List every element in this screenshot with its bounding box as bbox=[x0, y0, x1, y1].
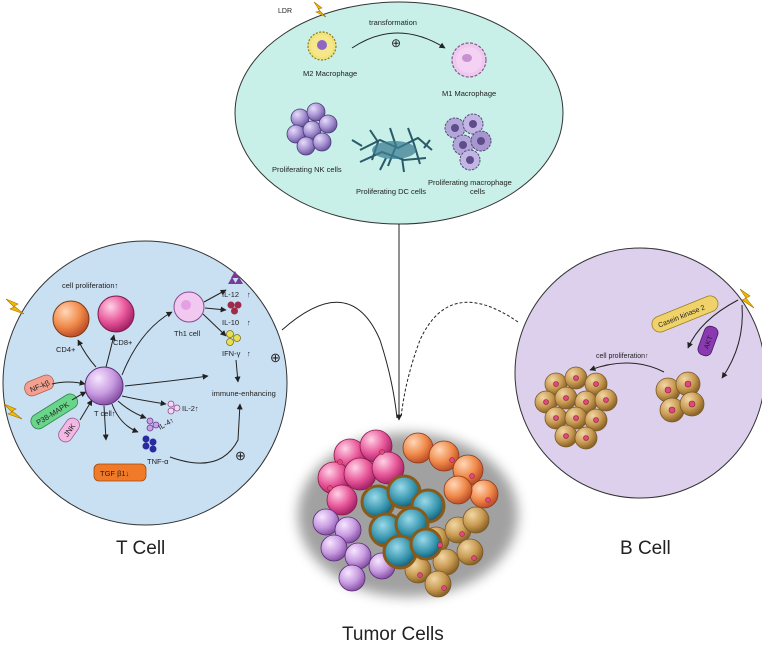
ck2-to-bcells-arrow bbox=[687, 299, 739, 349]
b-cell-caption: B Cell bbox=[620, 538, 671, 559]
macrophage-nuclei bbox=[451, 120, 485, 164]
b-cell-nuclei-large bbox=[543, 375, 609, 441]
il12-icon bbox=[228, 271, 243, 284]
macrophage-cells-label-2: cells bbox=[470, 187, 485, 196]
il2-label: IL-2↑ bbox=[182, 404, 199, 413]
th1-to-il10-arrow bbox=[204, 306, 227, 313]
nfkb-pill: NF-kβ bbox=[24, 374, 55, 397]
tgf-pill: TGF β1↓ bbox=[93, 463, 147, 482]
ifng-to-immune-arrow bbox=[234, 359, 241, 383]
jnk-pill: JNK bbox=[58, 417, 80, 443]
m2-macrophage-icon bbox=[307, 31, 337, 61]
cd4-label: CD4+ bbox=[56, 345, 76, 354]
il10-up: ↑ bbox=[247, 318, 251, 327]
tnf-plus-icon: ⊕ bbox=[235, 448, 246, 463]
lightning-icon bbox=[3, 403, 23, 420]
tcell-to-cd8-arrow bbox=[105, 334, 116, 368]
lightning-icon bbox=[313, 1, 327, 18]
ifng-up: ↑ bbox=[247, 349, 251, 358]
akt-pill: AKT bbox=[697, 325, 719, 357]
transformation-plus: ⊕ bbox=[391, 36, 401, 50]
cd8-cell-icon bbox=[97, 295, 135, 333]
b-proliferation-arrow bbox=[589, 362, 665, 373]
tcell-to-tnf-arrow bbox=[111, 403, 139, 433]
il12-up: ↑ bbox=[247, 290, 251, 299]
cd8-label: CD8+ bbox=[113, 338, 133, 347]
m1-macrophage-icon bbox=[451, 42, 487, 78]
ifng-icon bbox=[226, 330, 241, 346]
b-cell-nuclei-small bbox=[664, 380, 696, 414]
il4-icon bbox=[146, 417, 160, 432]
dc-cells-icon bbox=[351, 127, 433, 173]
ldr-label: LDR bbox=[278, 8, 292, 15]
tcell-to-th1-arrow bbox=[121, 311, 173, 376]
tnf-label: TNF-α bbox=[147, 457, 169, 466]
immune-plus-icon: ⊕ bbox=[270, 350, 281, 365]
m2-macrophage-label: M2 Macrophage bbox=[303, 69, 357, 78]
akt-label: AKT bbox=[703, 334, 714, 350]
ifng-label: IFN-γ bbox=[222, 349, 241, 358]
transformation-arrow bbox=[351, 32, 446, 49]
bcell-to-tumor-curve bbox=[400, 301, 519, 419]
macrophage-cells-label-1: Proliferating macrophage bbox=[428, 178, 512, 187]
il10-label: IL-10 bbox=[222, 318, 239, 327]
th1-nucleus bbox=[181, 300, 191, 310]
tnf-icon bbox=[142, 435, 157, 453]
lightning-icon bbox=[5, 298, 25, 315]
t-cell-icon bbox=[84, 366, 124, 406]
t-cell-caption: T Cell bbox=[116, 538, 165, 559]
th1-to-ifng-arrow bbox=[202, 313, 227, 337]
tcell-to-immune-arrow bbox=[124, 373, 209, 387]
t-cell-proliferation-label: cell proliferation↑ bbox=[62, 281, 118, 290]
il10-icon bbox=[227, 301, 242, 315]
il12-label: IL-12 bbox=[222, 290, 239, 299]
b-cell-proliferation-label: cell proliferation↑ bbox=[596, 353, 649, 360]
jnk-to-tcell-arrow bbox=[79, 399, 93, 421]
transformation-label: transformation bbox=[369, 18, 417, 27]
th1-to-il12-arrow bbox=[203, 289, 227, 303]
tgf-label: TGF β1↓ bbox=[100, 469, 129, 478]
cd4-cell-icon bbox=[52, 300, 90, 338]
dc-cells-label: Proliferating DC cells bbox=[356, 187, 426, 196]
nk-cells-label: Proliferating NK cells bbox=[272, 165, 342, 174]
nk-cells-icon bbox=[286, 102, 338, 156]
tcell-to-il2-arrow bbox=[121, 395, 167, 407]
tcell-to-il4-arrow bbox=[117, 400, 147, 419]
il2-icon bbox=[167, 400, 181, 415]
th1-label: Th1 cell bbox=[174, 329, 201, 338]
lightning-icon bbox=[739, 288, 755, 309]
m1-macrophage-label: M1 Macrophage bbox=[442, 89, 496, 98]
tumor-cells-icon bbox=[312, 429, 499, 598]
tumor-cells-caption: Tumor Cells bbox=[342, 624, 444, 645]
lightning-to-bcells-arrow bbox=[721, 304, 743, 379]
tnf-to-immune-arrow bbox=[169, 403, 243, 464]
tcell-to-tumor-curve bbox=[281, 301, 398, 419]
tcell-to-cd4-arrow bbox=[77, 339, 97, 368]
nfkb-to-tcell-arrow bbox=[51, 379, 86, 386]
tcell-to-tgf-arrow bbox=[102, 405, 109, 441]
p38-to-tcell-arrow bbox=[71, 391, 87, 401]
immune-enhancing-label: immune-enhancing bbox=[212, 389, 276, 398]
